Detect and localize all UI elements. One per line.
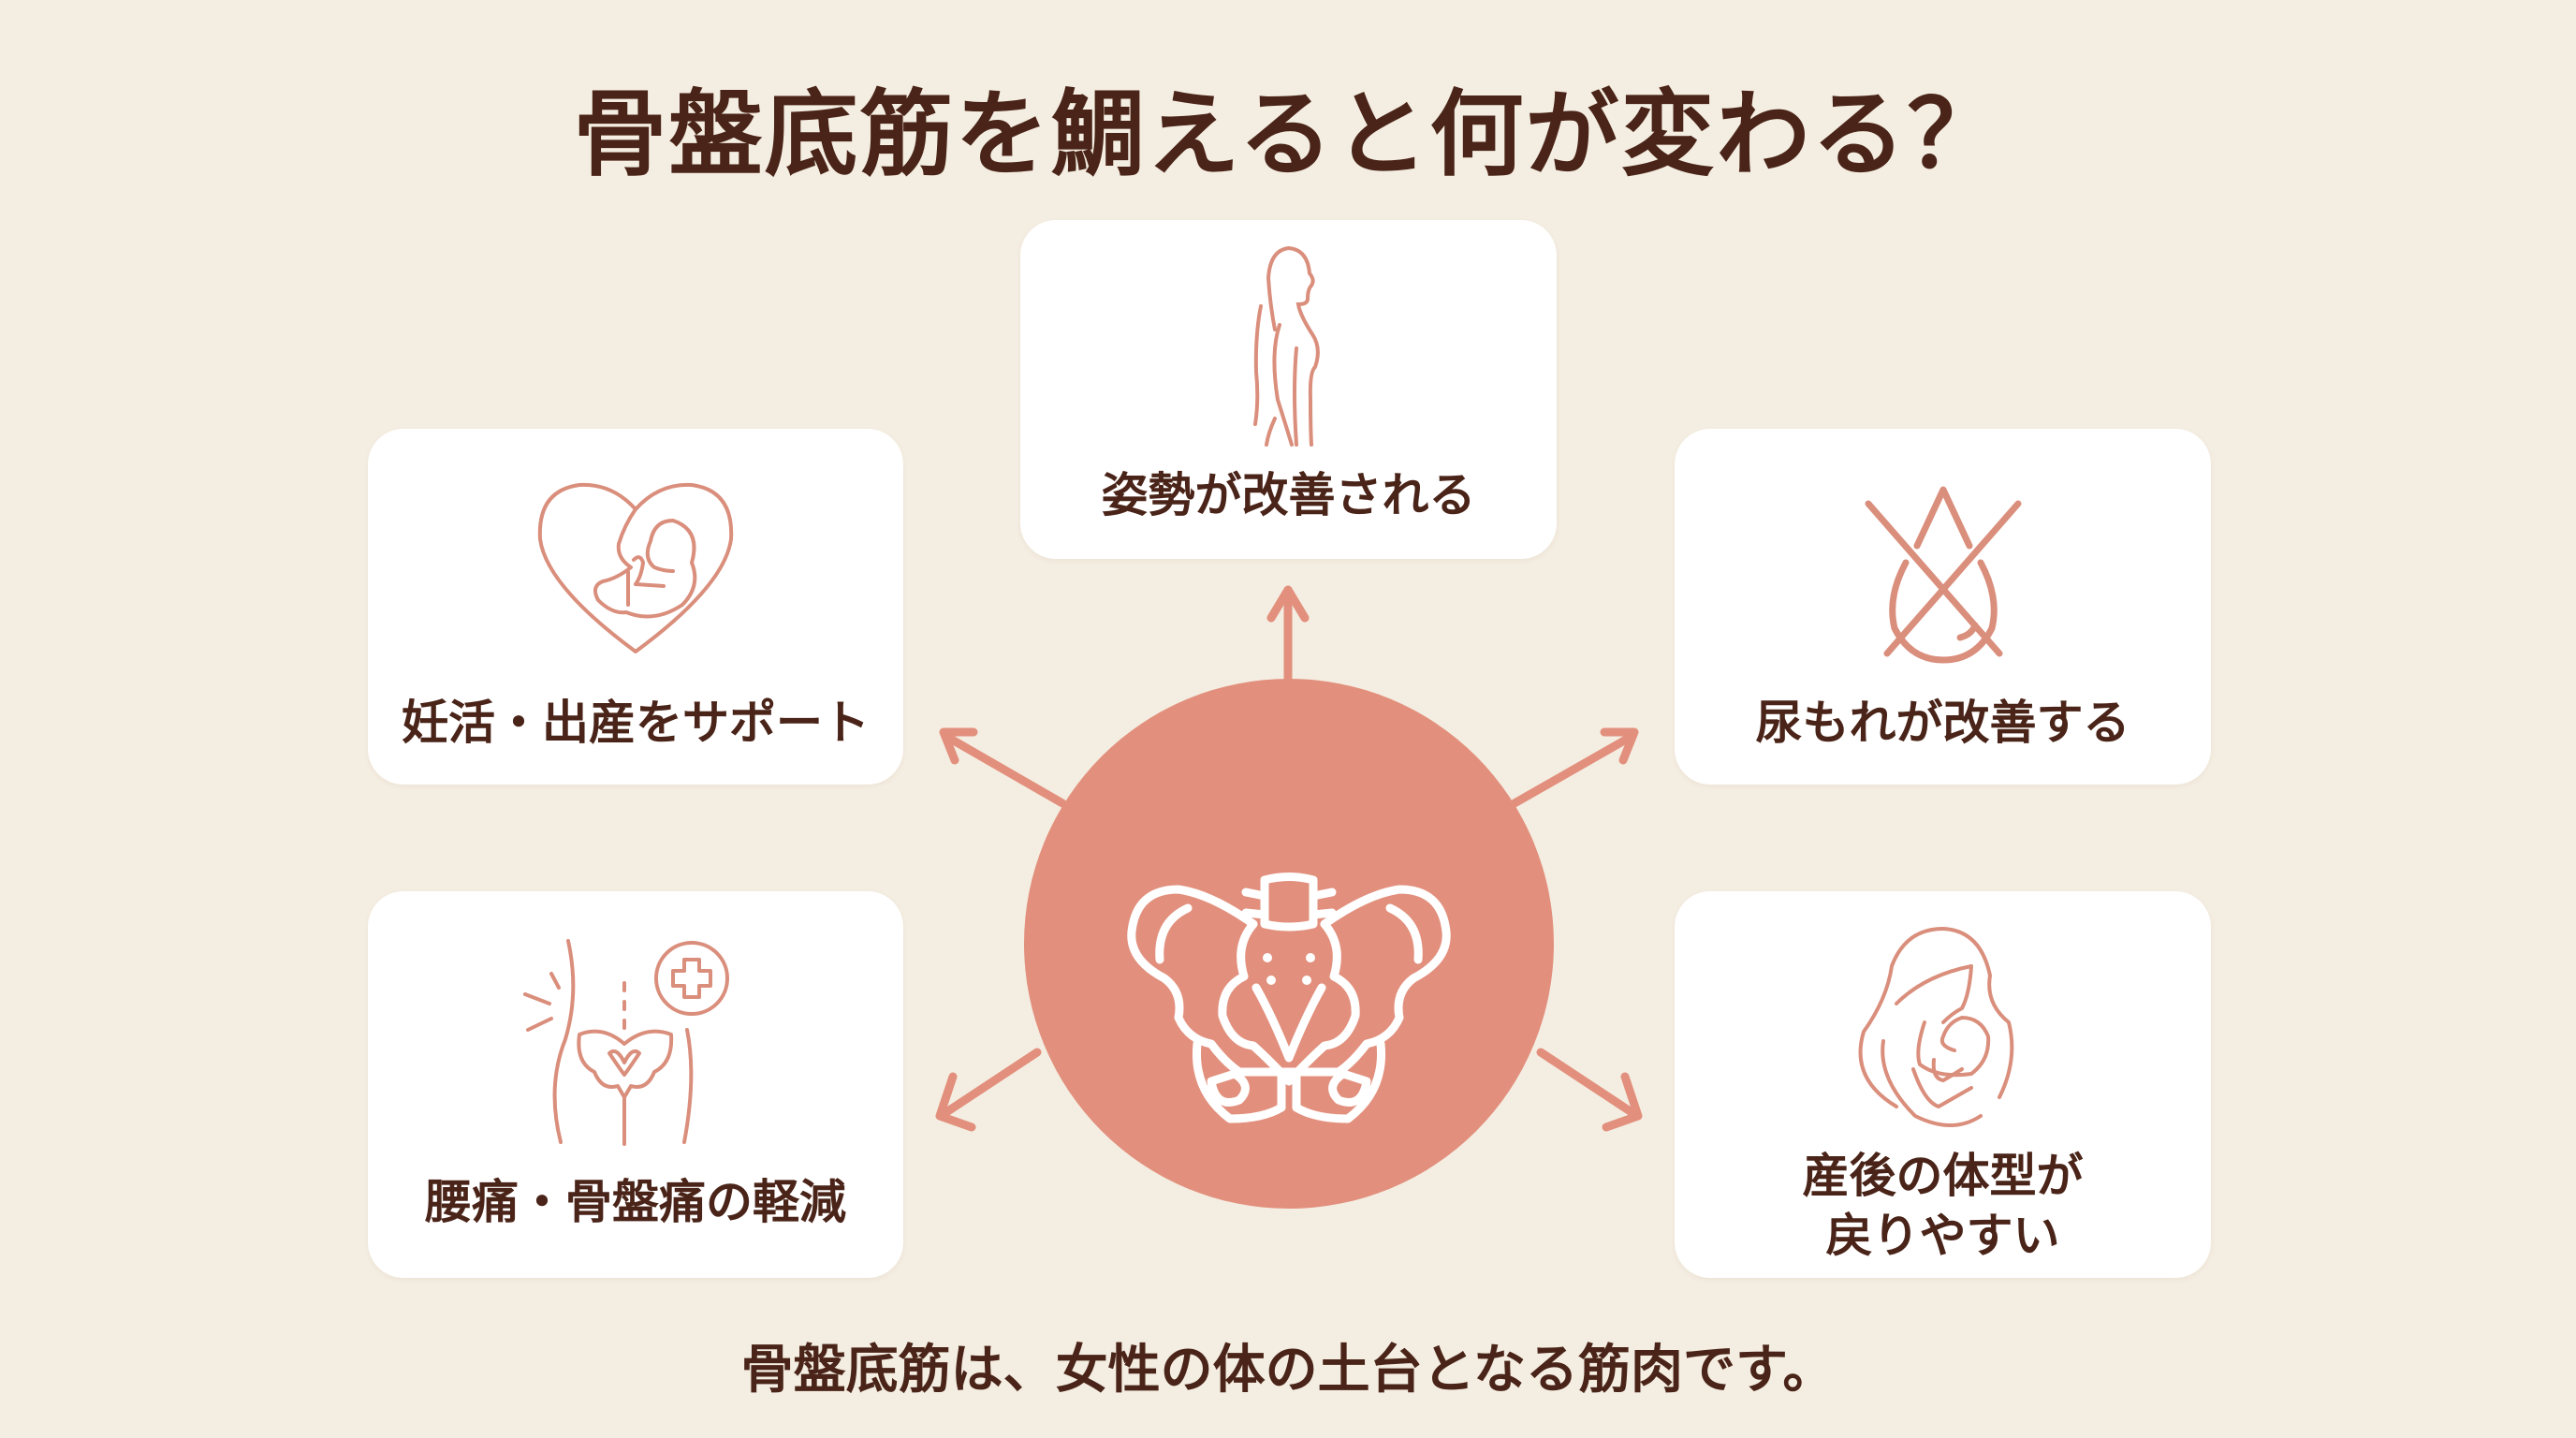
- arrow-lower-right-icon: [1536, 1048, 1643, 1132]
- arrow-lower-left-icon: [935, 1048, 1042, 1132]
- benefit-label: 腰痛・骨盤痛の軽減: [425, 1175, 846, 1229]
- heart-fetus-icon: [537, 482, 734, 653]
- benefit-label: 尿もれが改善する: [1755, 696, 2130, 750]
- arrow-upper-left-icon: [939, 727, 1067, 808]
- page-title: 骨盤底筋を鯛えると何が変わる？: [573, 80, 2003, 189]
- pelvis-pain-relief-icon: [523, 939, 729, 1146]
- benefit-card-incontinence: 尿もれが改善する: [1675, 429, 2211, 785]
- benefit-label: 姿勢が改善される: [1101, 468, 1476, 522]
- benefit-label-line-1: 産後の体型が: [1802, 1149, 2084, 1203]
- benefit-card-postpartum: 産後の体型が 戻りやすい: [1675, 891, 2211, 1278]
- benefit-label-line-2: 戻りやすい: [1825, 1209, 2060, 1263]
- center-hub: [1024, 679, 1554, 1209]
- benefit-card-pregnancy: 妊活・出産をサポート: [368, 429, 903, 785]
- benefit-label: 産後の体型が 戻りやすい: [1675, 1146, 2211, 1266]
- benefit-card-posture: 姿勢が改善される: [1020, 220, 1557, 559]
- arrow-up-icon: [1266, 585, 1310, 688]
- benefit-card-pain-relief: 腰痛・骨盤痛の軽減: [368, 891, 903, 1278]
- crossed-drop-icon: [1865, 486, 2021, 664]
- mother-baby-icon: [1858, 927, 2013, 1127]
- benefit-label: 妊活・出産をサポート: [402, 696, 870, 750]
- footer-caption: 骨盤底筋は、女性の体の土台となる筋肉です。: [740, 1340, 1836, 1401]
- arrow-upper-right-icon: [1510, 727, 1639, 808]
- posture-silhouette-icon: [1252, 245, 1320, 447]
- pelvis-icon: [1127, 873, 1451, 1123]
